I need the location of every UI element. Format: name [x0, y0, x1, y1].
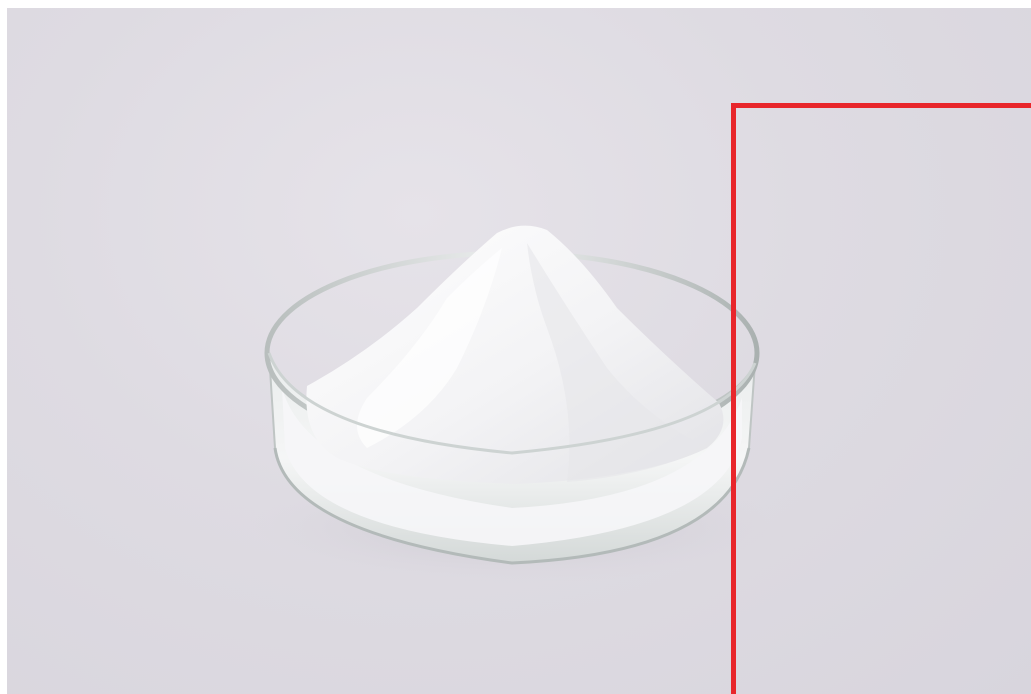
powder-highlight: [357, 248, 502, 448]
powder-dish-illustration: [247, 225, 787, 583]
dish-front-rim: [267, 352, 757, 455]
powder-through-glass: [282, 388, 742, 546]
product-photo: [7, 8, 1031, 694]
dish-bottom-edge: [273, 447, 751, 565]
powder-shading: [527, 243, 707, 482]
red-annotation-box: [731, 103, 1031, 694]
